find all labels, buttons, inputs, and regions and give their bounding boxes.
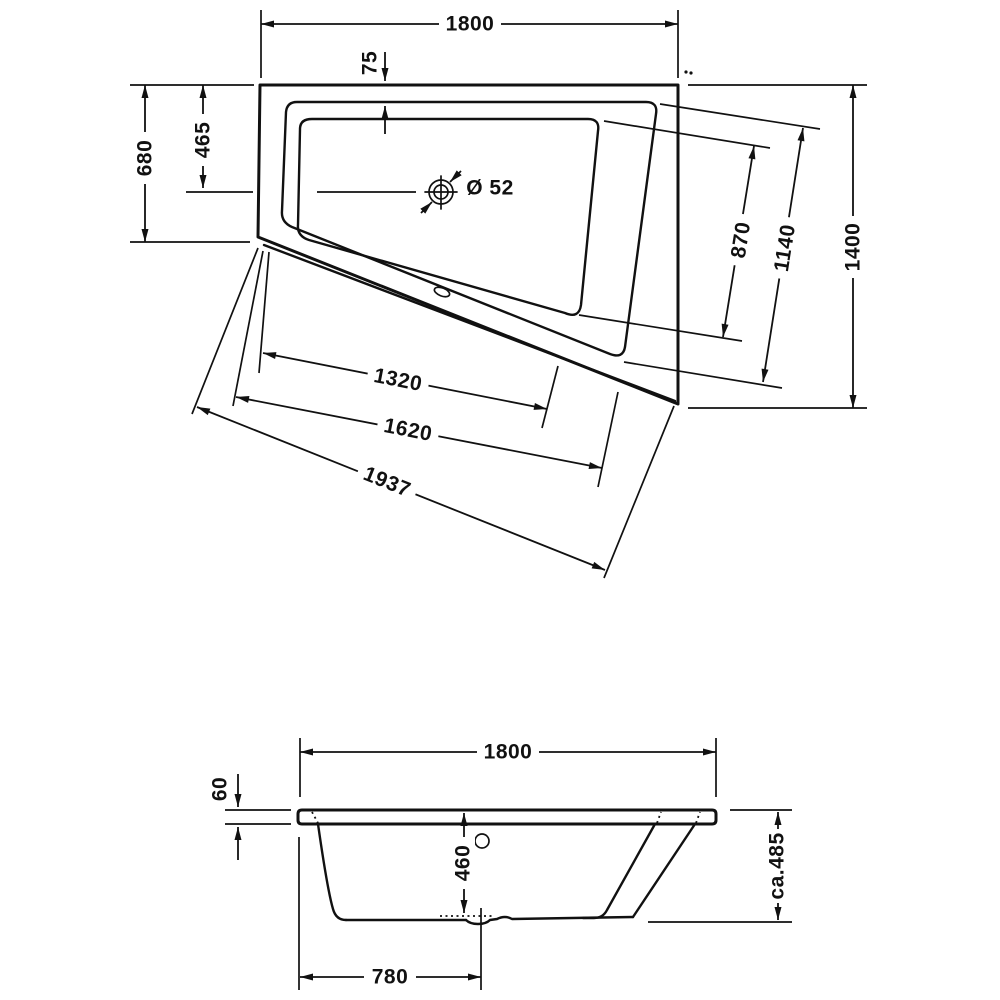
dim-outer-diagonal: 1937 [191,247,675,579]
right-panel-outer [631,822,697,919]
dim-label-1140: 1140 [770,223,800,274]
drain-recess [464,915,635,926]
dim-right-side: 1400 [688,84,867,409]
dim-total-height: ca.485 [648,809,792,923]
dim-label-1320: 1320 [372,364,424,396]
corner-mark [684,70,693,75]
basin-contour [296,117,600,316]
left-wall-hidden-edge [311,811,319,824]
dim-label-ca485: ca.485 [766,832,789,899]
dim-drain-from-top: 465 [186,85,416,193]
dim-label-1800-side: 1800 [484,741,533,764]
right-panel-hidden-edge-inner [656,811,662,824]
dim-overall-width-side: 1800 [299,738,717,797]
dim-label-870: 870 [727,220,755,260]
dim-label-465: 465 [192,122,215,159]
dim-left-side: 680 [130,84,254,243]
dim-overall-width-top: 1800 [260,10,679,78]
left-wall [316,822,348,922]
dim-label-75: 75 [359,51,382,75]
tub-rim-inner-diagonal [262,243,677,403]
dim-label-drain-diameter: Ø 52 [466,177,514,200]
dim-rim-thickness: 60 [209,774,291,860]
right-panel-hidden-edge-outer [695,811,701,824]
drain-symbol [420,170,462,214]
dim-inner-depth: 460 [451,813,475,913]
dim-basin-right-edge: 870 [578,120,771,342]
dim-label-1620: 1620 [382,414,434,446]
tub-outer-edge [256,83,680,406]
side-drain-hole [474,833,490,849]
dim-label-780: 780 [372,966,409,989]
dim-rim-diagonal: 1620 [232,250,619,488]
rim-contour [280,100,658,357]
dim-rim-right-edge: 1140 [623,103,821,389]
dim-label-1937: 1937 [360,462,414,502]
dim-label-680: 680 [134,140,157,177]
dim-drain-from-left: 780 [298,837,482,990]
top-view-plan: Ø 52 1800 75 680 [130,10,867,579]
right-panel-inner [581,822,657,920]
dim-label-1800-top: 1800 [446,13,495,36]
side-view-elevation: 1800 60 460 [209,738,792,990]
dim-label-60: 60 [209,777,232,801]
rim-slab [296,808,718,826]
dim-label-1400: 1400 [842,223,865,272]
dim-label-460: 460 [452,845,475,882]
overflow-oval [433,286,451,298]
dim-rim-top-offset: 75 [359,51,389,134]
